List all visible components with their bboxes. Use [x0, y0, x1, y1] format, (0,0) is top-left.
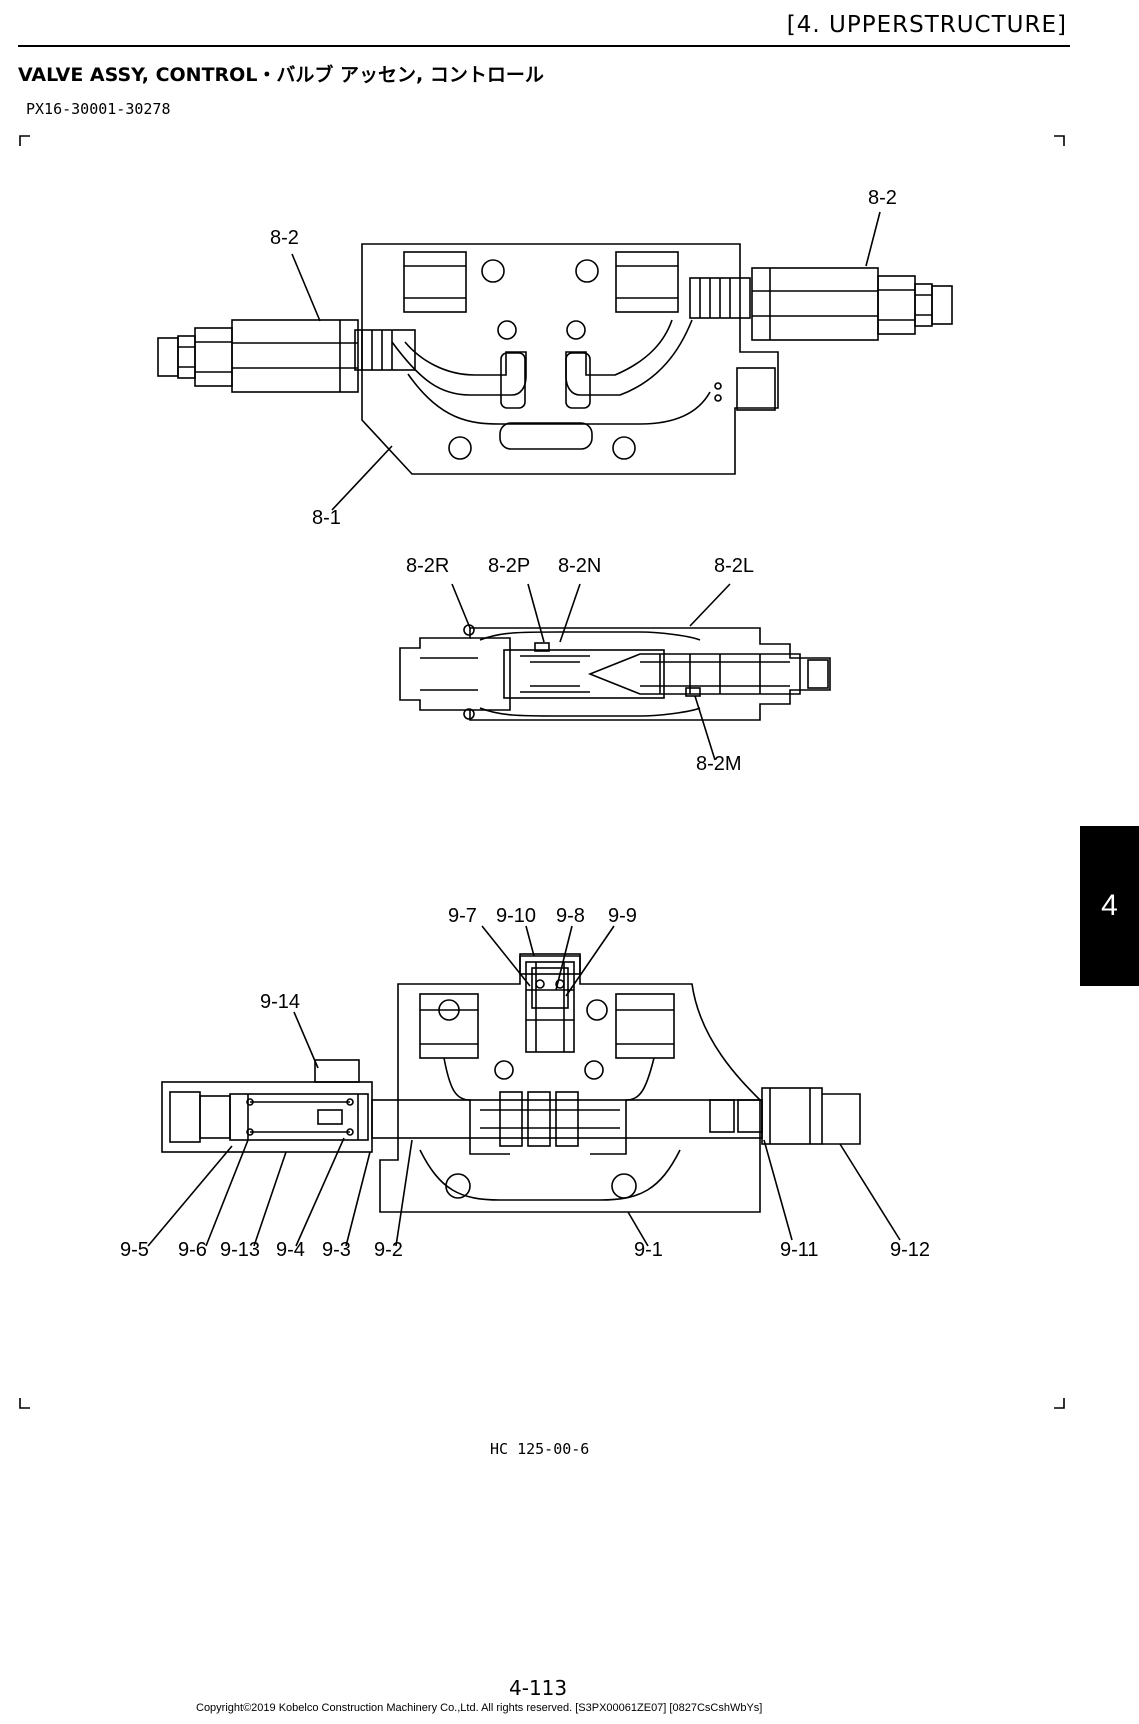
- page-title: VALVE ASSY, CONTROL・バルブ アッセン, コントロール: [18, 64, 544, 86]
- serial-range: PX16-30001-30278: [26, 100, 171, 118]
- label-9-14: 9-14: [260, 991, 300, 1013]
- figure-3-spool-section: [147, 925, 901, 1247]
- label-8-2r: 8-2R: [406, 555, 449, 577]
- copyright-notice: Copyright©2019 Kobelco Construction Mach…: [196, 1702, 763, 1714]
- label-9-11: 9-11: [780, 1239, 819, 1261]
- label-9-10: 9-10: [496, 905, 536, 927]
- header-rule: [18, 45, 1070, 47]
- chapter-tab: 4: [1080, 826, 1139, 986]
- label-9-13: 9-13: [220, 1239, 260, 1261]
- label-9-3: 9-3: [322, 1239, 351, 1261]
- valve-body-9-1: [379, 955, 761, 1213]
- label-8-2p: 8-2P: [488, 555, 530, 577]
- label-8-2l: 8-2L: [714, 555, 754, 577]
- figure-1-valve-assembly: [157, 211, 953, 511]
- label-9-2: 9-2: [374, 1239, 403, 1261]
- label-9-8: 9-8: [556, 905, 585, 927]
- label-8-2-right: 8-2: [868, 187, 897, 209]
- label-9-7: 9-7: [448, 905, 477, 927]
- figure-2-labels: 8-2R 8-2P 8-2N 8-2L 8-2M: [406, 555, 754, 775]
- figure-1-labels: 8-2 8-2 8-1: [270, 187, 897, 529]
- label-9-1: 9-1: [634, 1239, 663, 1261]
- label-8-1: 8-1: [312, 507, 341, 529]
- label-9-12: 9-12: [890, 1239, 930, 1261]
- label-8-2n: 8-2N: [558, 555, 601, 577]
- label-9-4: 9-4: [276, 1239, 305, 1261]
- label-8-2-left: 8-2: [270, 227, 299, 249]
- right-cartridge-8-2: [689, 267, 953, 341]
- label-9-9: 9-9: [608, 905, 637, 927]
- figure-2-cartridge-section: [399, 583, 831, 761]
- label-9-5: 9-5: [120, 1239, 149, 1261]
- section-header: [4. UPPERSTRUCTURE]: [786, 12, 1067, 38]
- figure-3-labels: 9-7 9-10 9-8 9-9 9-14 9-5 9-6 9-13 9-4 9…: [120, 905, 930, 1261]
- label-8-2m: 8-2M: [696, 753, 742, 775]
- left-cartridge-8-2: [157, 319, 416, 393]
- drawing-reference: HC 125-00-6: [490, 1440, 590, 1458]
- label-9-6: 9-6: [178, 1239, 207, 1261]
- page-number: 4-113: [509, 1676, 568, 1700]
- crop-marks: [19, 135, 1065, 1409]
- valve-body-8-1: [361, 243, 779, 475]
